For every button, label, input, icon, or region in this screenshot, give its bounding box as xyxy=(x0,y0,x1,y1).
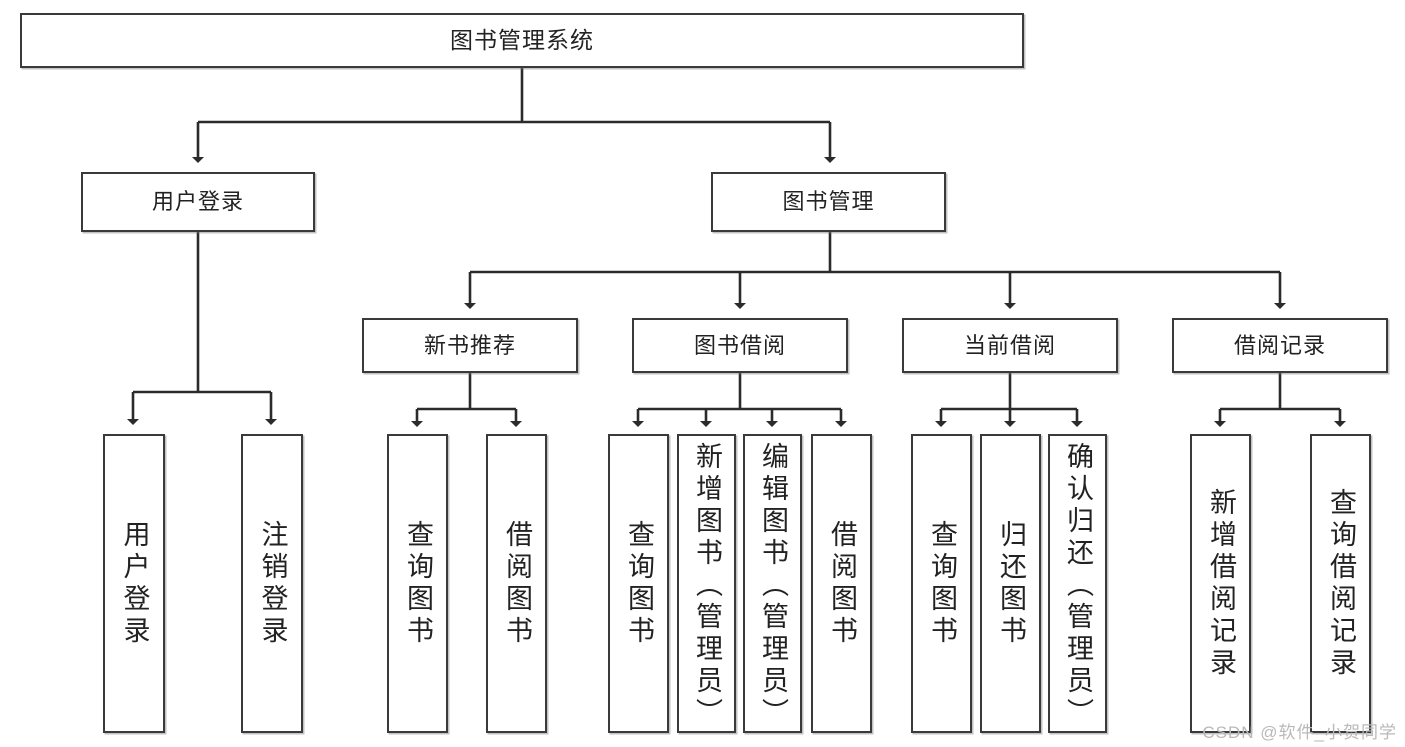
node-label: 新增借阅记录 xyxy=(1206,487,1236,680)
node-label: 新增图书（管理员） xyxy=(692,442,722,730)
node-new-book-recommend[interactable]: 新书推荐 xyxy=(362,318,578,373)
leaf-borrow-book[interactable]: 借阅图书 xyxy=(811,434,872,733)
node-root-book-management-system[interactable]: 图书管理系统 xyxy=(20,13,1024,68)
node-book-management[interactable]: 图书管理 xyxy=(711,172,946,232)
leaf-query-book-current[interactable]: 查询图书 xyxy=(911,434,972,733)
node-user-login[interactable]: 用户登录 xyxy=(81,172,315,232)
node-label: 图书借阅 xyxy=(693,332,786,358)
node-label: 新书推荐 xyxy=(423,332,516,358)
node-current-borrow[interactable]: 当前借阅 xyxy=(902,318,1118,373)
node-label: 借阅图书 xyxy=(502,519,532,648)
node-label: 用户登录 xyxy=(151,189,244,215)
csdn-watermark: CSDN @软件_小贺同学 xyxy=(1202,723,1397,742)
node-label: 编辑图书（管理员） xyxy=(758,442,788,730)
leaf-user-logout[interactable]: 注销登录 xyxy=(241,434,303,733)
node-label: 查询图书 xyxy=(624,519,654,648)
node-label: 借阅图书 xyxy=(827,519,857,648)
node-label: 图书管理 xyxy=(782,189,875,215)
node-label: 注销登录 xyxy=(257,519,288,648)
node-label: 用户登录 xyxy=(119,519,150,648)
node-label: 查询图书 xyxy=(927,519,957,648)
leaf-query-book-borrow[interactable]: 查询图书 xyxy=(608,434,669,733)
node-borrow-record[interactable]: 借阅记录 xyxy=(1172,318,1388,373)
node-label: 确认归还（管理员） xyxy=(1063,442,1093,730)
leaf-edit-book-admin[interactable]: 编辑图书（管理员） xyxy=(743,434,802,733)
node-label: 图书管理系统 xyxy=(450,27,594,54)
leaf-query-book-recommend[interactable]: 查询图书 xyxy=(387,434,448,733)
node-label: 借阅记录 xyxy=(1233,332,1326,358)
leaf-add-borrow-record[interactable]: 新增借阅记录 xyxy=(1190,434,1251,733)
node-label: 查询图书 xyxy=(403,519,433,648)
leaf-user-login[interactable]: 用户登录 xyxy=(103,434,165,733)
leaf-confirm-return-admin[interactable]: 确认归还（管理员） xyxy=(1048,434,1107,733)
leaf-add-book-admin[interactable]: 新增图书（管理员） xyxy=(677,434,736,733)
node-label: 归还图书 xyxy=(996,519,1026,648)
leaf-query-borrow-record[interactable]: 查询借阅记录 xyxy=(1310,434,1371,733)
node-book-borrow[interactable]: 图书借阅 xyxy=(632,318,848,373)
leaf-return-book[interactable]: 归还图书 xyxy=(980,434,1041,733)
node-label: 查询借阅记录 xyxy=(1326,487,1356,680)
leaf-borrow-book-recommend[interactable]: 借阅图书 xyxy=(486,434,547,733)
node-label: 当前借阅 xyxy=(963,332,1056,358)
